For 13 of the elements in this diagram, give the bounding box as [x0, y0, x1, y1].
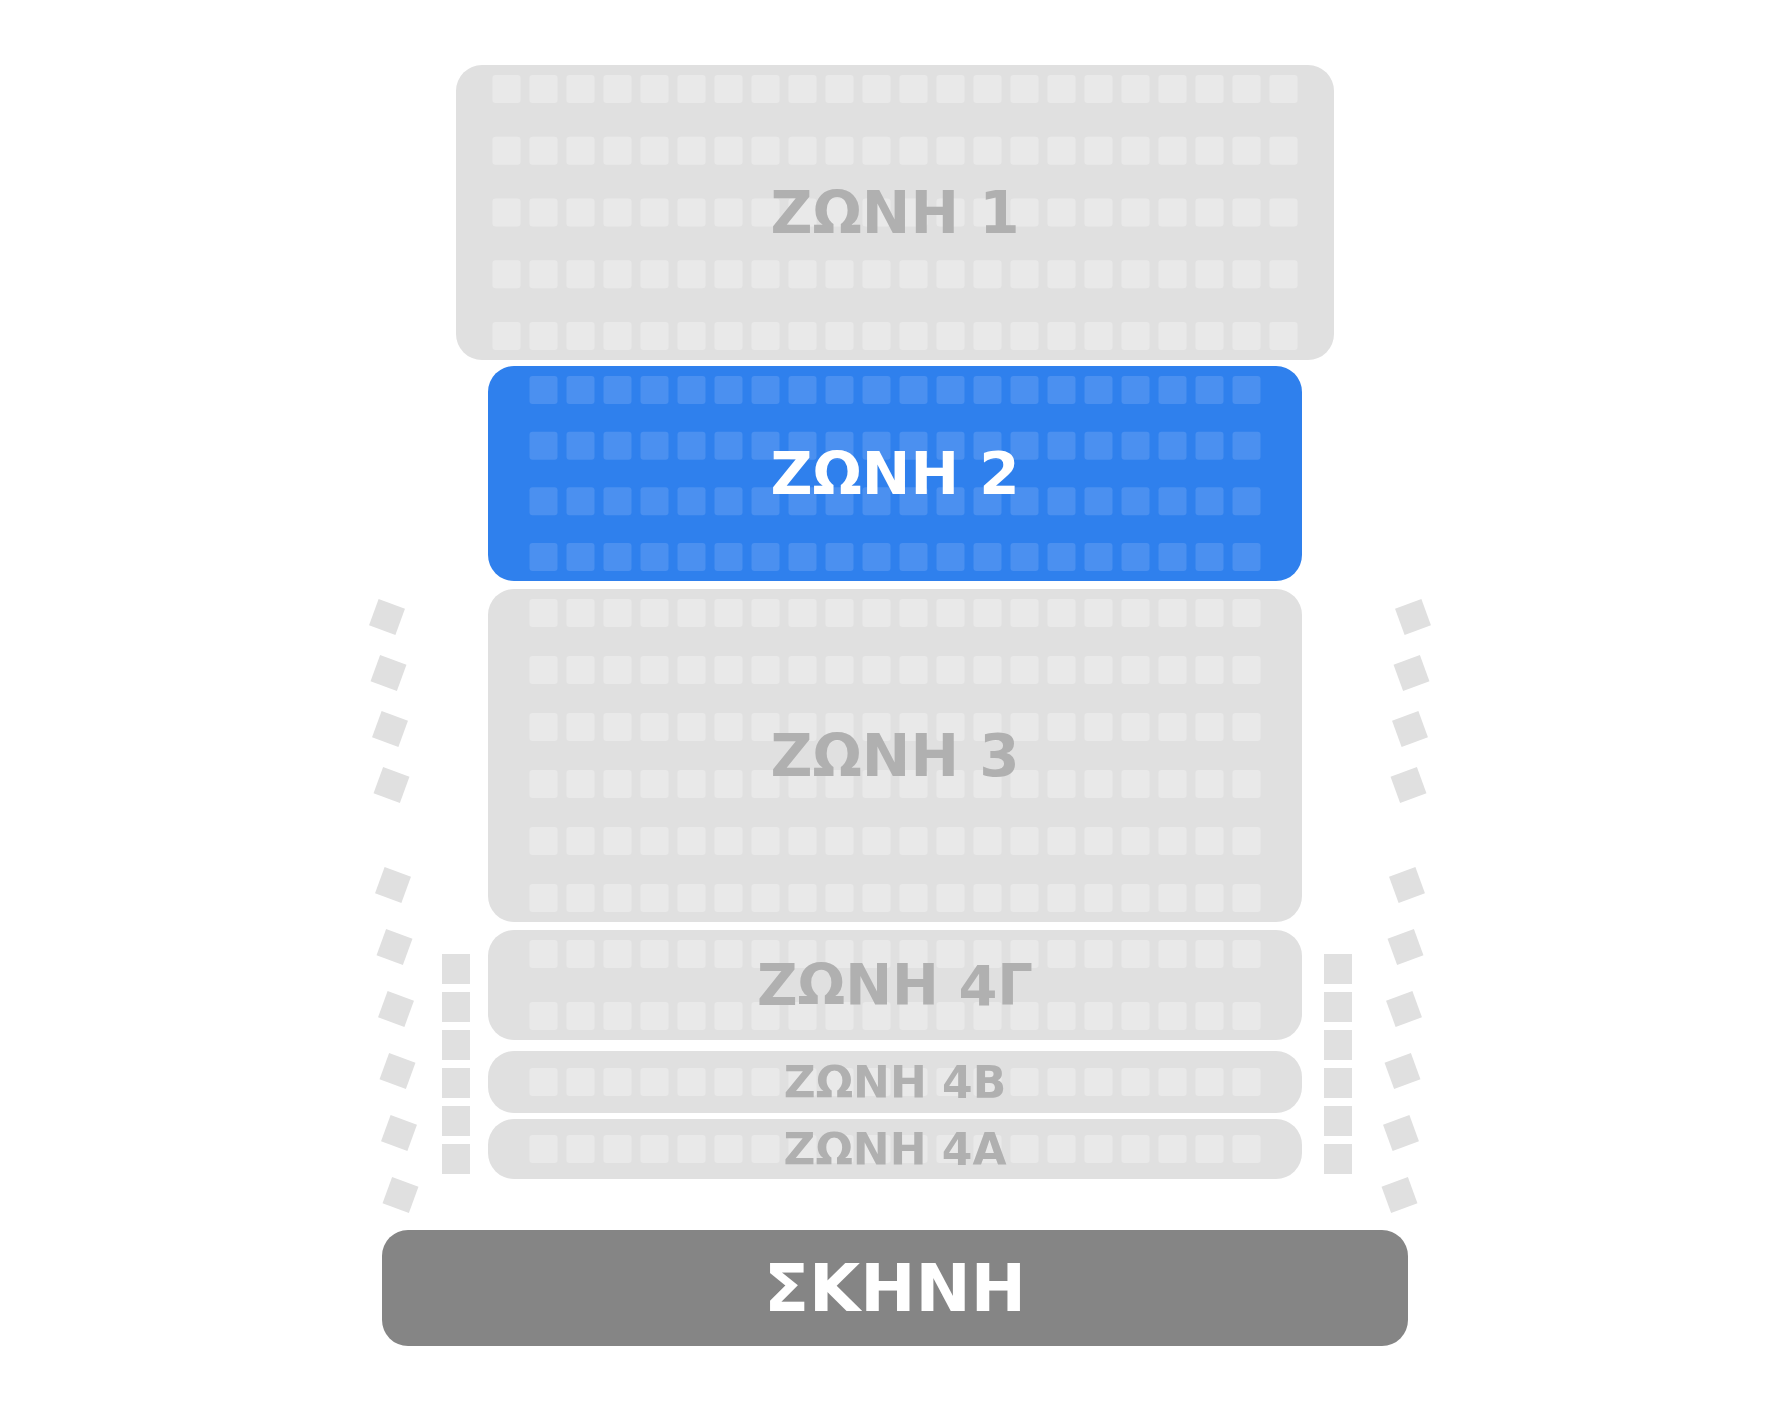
- zone-label: ΖΩΝΗ 4Β: [783, 1056, 1007, 1108]
- seating-zone: [488, 589, 1302, 922]
- stage-label: ΣΚΗΝΗ: [764, 1249, 1026, 1327]
- zone-label: ΖΩΝΗ 3: [770, 721, 1020, 790]
- stage: [382, 1230, 1408, 1346]
- zone-label: ΖΩΝΗ 4Α: [783, 1123, 1007, 1175]
- zone-label: ΖΩΝΗ 2: [770, 439, 1020, 508]
- seating-zone: [488, 930, 1302, 1040]
- seating-zone: [488, 1119, 1302, 1179]
- seating-zone: [488, 1051, 1302, 1113]
- selected-seating-zone: [488, 366, 1302, 581]
- zone-label: ΖΩΝΗ 4Γ: [756, 952, 1034, 1018]
- zone-label: ΖΩΝΗ 1: [770, 178, 1020, 247]
